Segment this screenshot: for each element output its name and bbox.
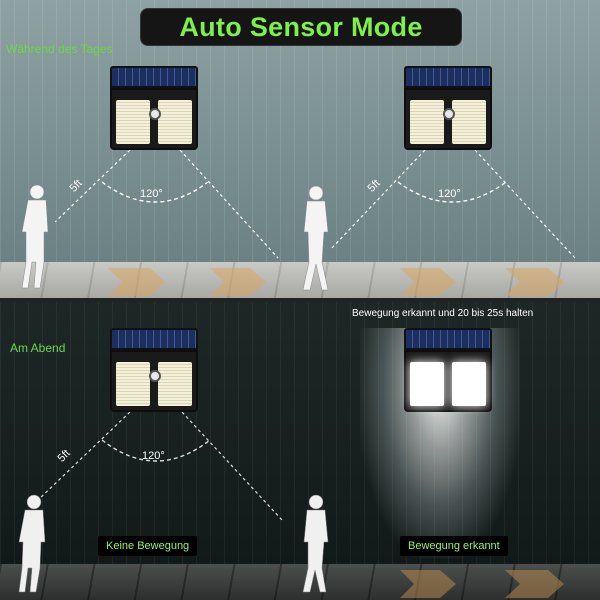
solar-panel — [404, 66, 492, 88]
solar-light-unit — [110, 66, 198, 150]
night-scene: Am Abend Bewegung erkannt und 20 bis 25s… — [0, 300, 600, 600]
floor-arrow — [505, 268, 564, 296]
day-label: Während des Tages — [6, 42, 113, 56]
solar-panel — [110, 66, 198, 88]
angle-arc — [397, 181, 507, 203]
angle-label: 120° — [140, 188, 163, 200]
led-panel — [116, 362, 150, 406]
led-panel — [410, 100, 444, 144]
floor — [0, 262, 600, 300]
status-badge-motion: Bewegung erkannt — [400, 536, 508, 556]
angle-label: 120° — [142, 450, 165, 462]
detection-line — [179, 149, 279, 259]
day-overlay — [21, 149, 576, 296]
solar-light-unit — [110, 328, 198, 412]
angle-arc — [101, 181, 209, 203]
detected-caption: Bewegung erkannt und 20 bis 25s halten — [352, 308, 534, 319]
floor-arrow — [210, 268, 266, 296]
detection-line — [37, 411, 131, 501]
solar-light-unit — [404, 66, 492, 150]
floor-arrow — [400, 268, 456, 296]
floor-arrow — [108, 268, 165, 296]
daytime-scene: Auto Sensor Mode Während des Tages 120° … — [0, 0, 600, 300]
led-panel — [158, 100, 192, 144]
night-label: Am Abend — [10, 341, 66, 355]
detection-line — [54, 149, 131, 223]
angle-arc — [101, 439, 211, 462]
motion-sensor-icon — [149, 108, 161, 120]
motion-sensor-icon — [443, 108, 455, 120]
floor-arrow — [400, 570, 456, 598]
person-silhouette — [302, 185, 329, 291]
night-overlay — [18, 411, 564, 598]
led-panel — [158, 362, 192, 406]
angle-label: 120° — [438, 188, 461, 200]
person-silhouette — [302, 494, 329, 593]
led-panel — [452, 100, 486, 144]
detection-line — [474, 149, 576, 259]
solar-light-unit-lit — [404, 328, 492, 412]
person-silhouette — [18, 494, 46, 593]
detection-line — [181, 411, 283, 521]
led-panel — [410, 362, 444, 406]
solar-panel — [110, 328, 198, 350]
status-badge-no-motion: Keine Bewegung — [98, 536, 198, 556]
floor-arrow — [505, 570, 564, 598]
solar-panel — [404, 328, 492, 350]
led-panel — [452, 362, 486, 406]
divider — [0, 298, 600, 302]
title-banner: Auto Sensor Mode — [140, 8, 462, 46]
page-title: Auto Sensor Mode — [179, 11, 423, 42]
floor — [0, 564, 600, 600]
detection-line — [329, 149, 426, 251]
person-silhouette — [21, 184, 49, 289]
led-panel — [116, 100, 150, 144]
motion-sensor-icon — [149, 370, 161, 382]
